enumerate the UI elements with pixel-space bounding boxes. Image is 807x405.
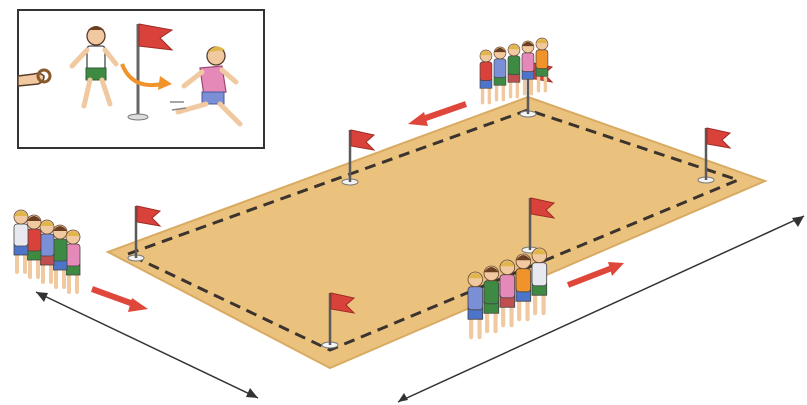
child-figure <box>27 215 41 277</box>
child-figure <box>40 220 54 282</box>
child-figure <box>536 38 548 91</box>
child-figure <box>14 210 28 272</box>
child-figure <box>480 50 492 103</box>
child-figure <box>484 266 499 331</box>
team-back <box>480 38 548 103</box>
child-figure <box>494 47 506 100</box>
arrow-left <box>92 289 148 312</box>
child-figure <box>66 230 80 292</box>
child-figure <box>500 260 515 325</box>
inset-panel <box>18 10 264 148</box>
child-figure <box>53 225 67 287</box>
child-figure <box>516 254 531 319</box>
child-figure <box>508 44 520 97</box>
child-figure <box>468 272 483 337</box>
arrow-right <box>568 262 624 285</box>
child-figure <box>532 248 547 313</box>
team-left <box>14 210 80 292</box>
